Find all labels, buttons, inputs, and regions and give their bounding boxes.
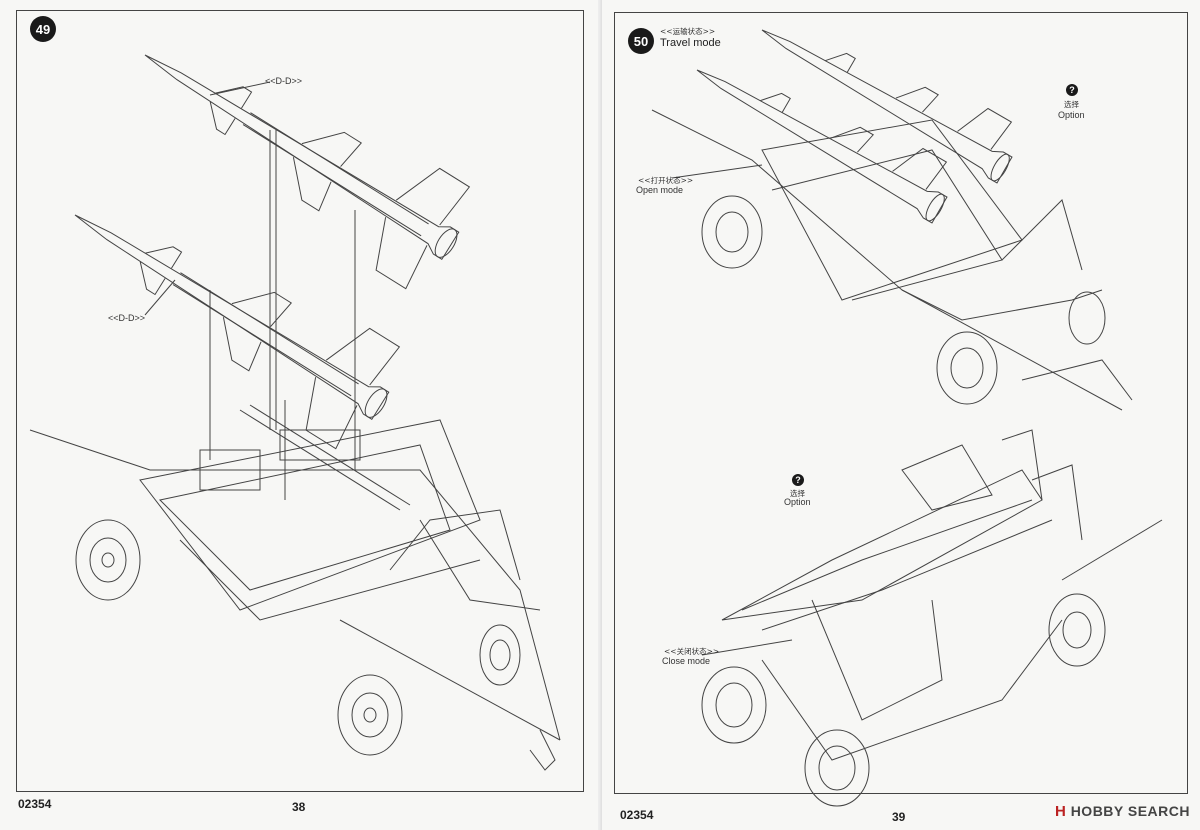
callout-d-d-upper: <<D-D>> bbox=[265, 76, 303, 86]
option-icon: ? bbox=[1066, 84, 1078, 96]
page-frame bbox=[614, 12, 1188, 794]
watermark: H HOBBY SEARCH bbox=[1055, 803, 1190, 820]
page-right: 50 <<运输状态>> Travel mode bbox=[602, 0, 1200, 830]
option-label-cn: 选择 bbox=[790, 489, 805, 498]
page-left: 49 bbox=[0, 0, 598, 830]
step-50-illustration bbox=[651, 29, 1163, 807]
missile-icon bbox=[144, 54, 471, 290]
close-mode-label-cn: <<关闭状态>> bbox=[664, 647, 720, 656]
travel-mode-label-cn: <<运输状态>> bbox=[660, 27, 716, 36]
step-49-badge: 49 bbox=[30, 16, 56, 42]
page-number: 38 bbox=[292, 800, 306, 814]
page-frame bbox=[16, 10, 584, 792]
option-label-cn: 选择 bbox=[1064, 100, 1079, 109]
product-code: 02354 bbox=[18, 797, 52, 811]
launcher-icon bbox=[29, 404, 561, 771]
option-label: Option bbox=[784, 497, 811, 507]
close-mode-label: Close mode bbox=[662, 656, 711, 666]
open-mode-label-cn: <<打开状态>> bbox=[638, 176, 694, 185]
missile-icon bbox=[74, 214, 401, 450]
step-50-badge: 50 bbox=[628, 28, 654, 54]
watermark-text: HOBBY SEARCH bbox=[1070, 803, 1190, 819]
product-code: 02354 bbox=[620, 808, 654, 822]
page-number: 39 bbox=[892, 810, 906, 824]
callout-d-d-lower: <<D-D>> bbox=[108, 313, 146, 323]
option-label: Option bbox=[1058, 110, 1085, 120]
open-mode-label: Open mode bbox=[636, 185, 684, 195]
option-icon: ? bbox=[792, 474, 804, 486]
step-49-illustration bbox=[29, 54, 561, 771]
travel-mode-title: Travel mode bbox=[660, 37, 721, 49]
watermark-mark: H bbox=[1054, 803, 1067, 820]
